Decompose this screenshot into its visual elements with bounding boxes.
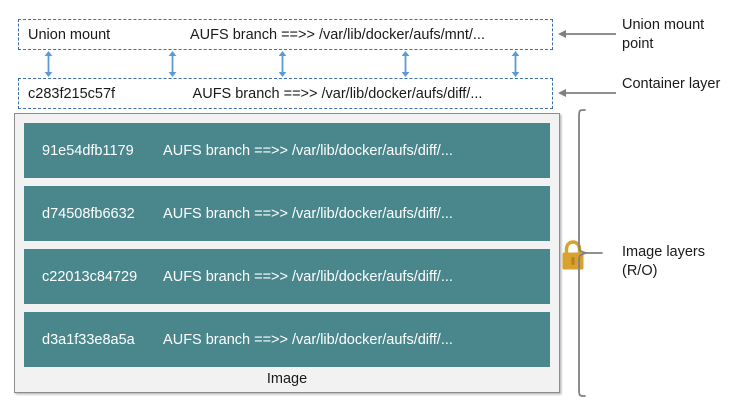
image-layer-branch-path: AUFS branch ==>> /var/lib/docker/aufs/di…: [163, 205, 453, 222]
double-headed-vertical-arrow-icon: [44, 51, 53, 77]
image-layer-row: c22013c84729 AUFS branch ==>> /var/lib/d…: [24, 249, 550, 304]
image-layer-id: d3a1f33e8a5a: [42, 331, 135, 348]
union-mount-box: Union mount AUFS branch ==>> /var/lib/do…: [18, 19, 553, 50]
connector-arrow-4: [401, 51, 410, 77]
image-layers-brace-icon: [578, 109, 603, 397]
container-layer-box: c283f215c57f AUFS branch ==>> /var/lib/d…: [18, 78, 553, 109]
image-layer-row: d3a1f33e8a5a AUFS branch ==>> /var/lib/d…: [24, 312, 550, 367]
connector-arrow-3: [278, 51, 287, 77]
container-layer-callout-label: Container layer: [622, 76, 721, 92]
container-layer-id: c283f215c57f: [28, 85, 116, 102]
image-layer-row: d74508fb6632 AUFS branch ==>> /var/lib/d…: [24, 186, 550, 241]
double-headed-vertical-arrow-icon: [511, 51, 520, 77]
double-headed-vertical-arrow-icon: [401, 51, 410, 77]
container-layer-callout-arrow-icon: [558, 89, 616, 97]
connector-arrow-1: [44, 51, 53, 77]
container-layer-branch-path: AUFS branch ==>> /var/lib/docker/aufs/di…: [192, 85, 483, 102]
double-headed-vertical-arrow-icon: [278, 51, 287, 77]
image-panel-caption: Image: [266, 371, 308, 387]
image-layer-id: 91e54dfb1179: [42, 142, 134, 159]
image-layer-branch-path: AUFS branch ==>> /var/lib/docker/aufs/di…: [163, 142, 453, 159]
image-layer-branch-path: AUFS branch ==>> /var/lib/docker/aufs/di…: [163, 331, 453, 348]
image-layer-id: c22013c84729: [42, 268, 138, 285]
connector-arrow-5: [511, 51, 520, 77]
image-layer-row: 91e54dfb1179 AUFS branch ==>> /var/lib/d…: [24, 123, 550, 178]
union-mount-callout-arrow-icon: [558, 30, 616, 38]
image-layer-branch-path: AUFS branch ==>> /var/lib/docker/aufs/di…: [163, 268, 453, 285]
image-panel: 91e54dfb1179 AUFS branch ==>> /var/lib/d…: [14, 113, 560, 393]
image-layer-id: d74508fb6632: [42, 205, 135, 222]
union-mount-callout-label: Union mount point: [622, 17, 705, 52]
connector-arrow-2: [168, 51, 177, 77]
union-mount-branch-path: AUFS branch ==>> /var/lib/docker/aufs/mn…: [190, 26, 485, 43]
image-layers-callout-label: Image layers (R/O): [622, 244, 706, 279]
union-mount-id: Union mount: [28, 26, 111, 43]
double-headed-vertical-arrow-icon: [168, 51, 177, 77]
